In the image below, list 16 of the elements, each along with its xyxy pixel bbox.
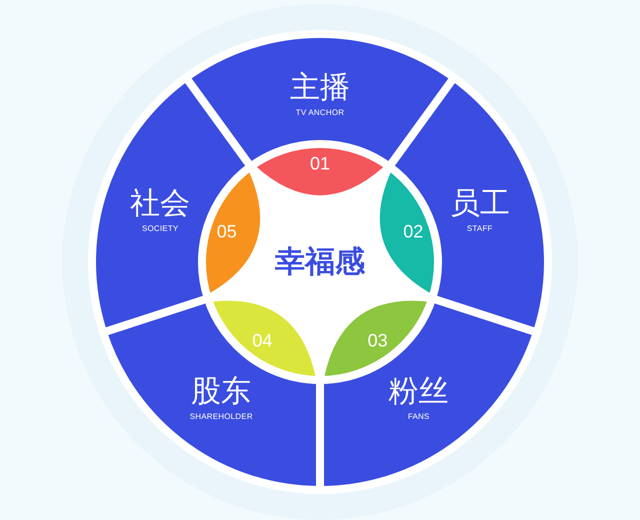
sector-title: 粉丝 [388,374,449,408]
step-number: 04 [252,330,272,352]
sector-subtitle: SHAREHOLDER [190,412,253,421]
sector-title: 主播 [290,71,350,104]
sector-title: 股东 [191,374,252,408]
step-number: 01 [310,154,330,174]
sector-title: 员工 [450,187,510,220]
sector-subtitle: SOCIETY [142,224,178,234]
sector-title: 社会 [130,187,190,220]
center-title: 幸福感 [275,244,365,282]
sector-subtitle: FANS [408,412,430,421]
step-number: 05 [216,221,237,242]
step-number: 03 [368,330,388,352]
step-number: 02 [403,221,424,242]
sector-subtitle: TV ANCHOR [296,108,344,117]
sector-subtitle: STAFF [466,224,493,234]
